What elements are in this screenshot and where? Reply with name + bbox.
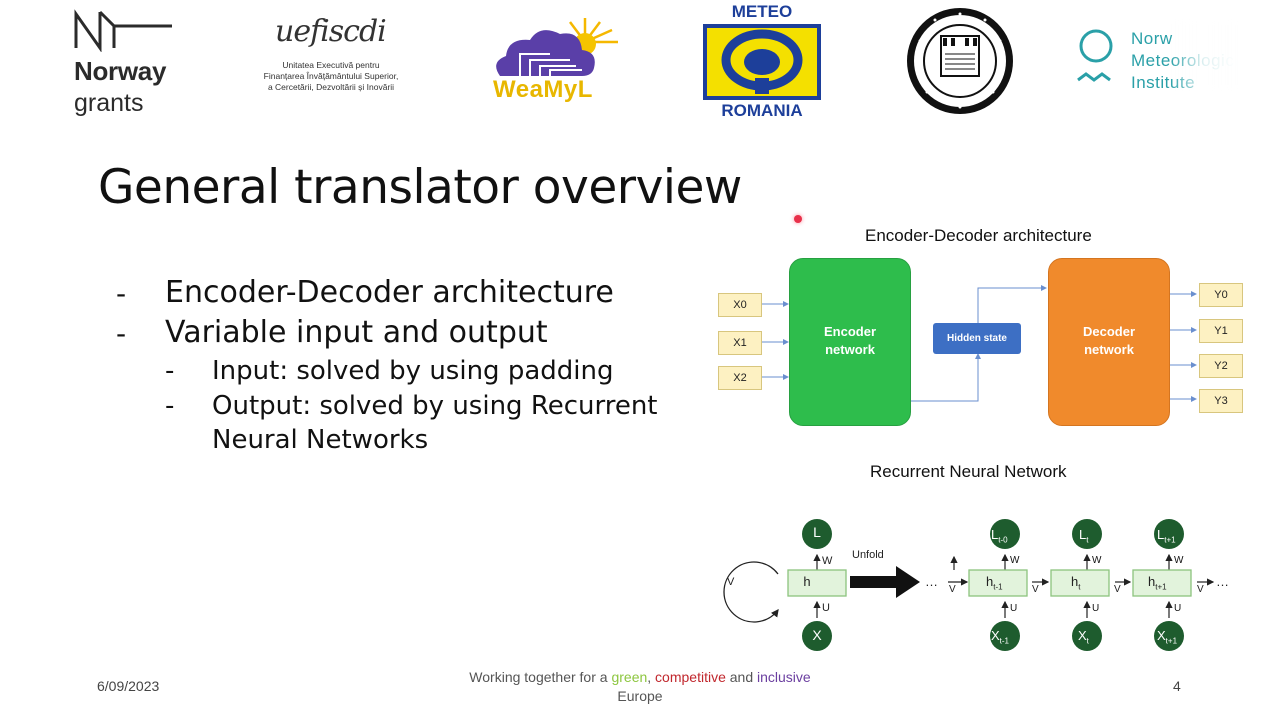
rnn-folded-loss-label: L [813, 524, 821, 540]
input-x1-box: X1 [718, 331, 762, 355]
decoder-label: Decoder network [1082, 324, 1136, 357]
rnn-step-input-label: Xt-1 [991, 628, 1010, 646]
norway-grants-word2: grants [74, 89, 144, 117]
bullet-text: Encoder-Decoder architecture [165, 275, 614, 310]
laser-pointer-dot [794, 215, 802, 223]
rnn-u-label: U [1174, 603, 1182, 614]
rnn-step-input-label: Xt+1 [1157, 628, 1178, 646]
input-x0-box: X0 [718, 293, 762, 317]
rnn-v-label: V [949, 584, 956, 595]
output-y0-box: Y0 [1199, 283, 1243, 307]
sub-bullet-text: Output: solved by using Recurrent [212, 391, 658, 421]
rnn-u-label: U [1010, 603, 1018, 614]
rnn-w-label: W [822, 555, 833, 567]
rnn-ellipsis-right: … [1216, 574, 1229, 589]
rnn-w-label: W [1010, 555, 1020, 566]
rnn-step-hidden-label: ht-1 [986, 574, 1003, 592]
encoder-decoder-arrows [761, 285, 1197, 402]
rnn-u-label: U [822, 602, 830, 614]
rnn-step-loss-label: Lt-0 [991, 527, 1008, 545]
blur-overlay [1170, 20, 1280, 90]
weamyl-cloud-icon [496, 18, 618, 76]
footer-date: 6/09/2023 [97, 678, 160, 694]
sub-bullet-dash: - [165, 356, 175, 386]
rnn-folded-hidden-label: h [803, 574, 811, 589]
rnn-step-hidden-label: ht [1071, 574, 1081, 592]
uefiscdi-logo-text: uefiscdi [275, 14, 387, 49]
meteo-romania-logo-icon [703, 24, 821, 100]
input-x2-box: X2 [718, 366, 762, 390]
rnn-v-label: V [727, 576, 735, 588]
rnn-step-hidden-label: ht+1 [1148, 574, 1167, 592]
meteo-logo-top-text: METEO [731, 2, 793, 21]
sub-bullet-text: Input: solved by using padding [212, 356, 614, 386]
output-y1-box: Y1 [1199, 319, 1243, 343]
encoder-network-box: Encoder network [789, 258, 911, 426]
footer-tagline: Working together for a green, competitiv… [469, 669, 811, 704]
output-y3-box: Y3 [1199, 389, 1243, 413]
bullet-dash: - [116, 277, 127, 310]
weamyl-logo-text: WeaMyL [493, 76, 593, 103]
bullet-text: Variable input and output [165, 315, 548, 350]
sub-bullet-dash: - [165, 391, 175, 421]
output-y2-box: Y2 [1199, 354, 1243, 378]
rnn-v-label: V [1197, 584, 1204, 595]
rnn-folded-input-label: X [812, 627, 822, 643]
rnn-diagram [723, 519, 1215, 651]
rnn-title: Recurrent Neural Network [870, 462, 1067, 481]
sub-bullet-text-continued: Neural Networks [212, 425, 429, 455]
rnn-step-loss-label: Lt [1079, 527, 1089, 545]
rnn-ellipsis-left: … [925, 574, 938, 589]
university-seal-icon [907, 8, 1013, 114]
slide-page-number: 4 [1173, 678, 1181, 694]
norway-grants-word1: Norway [74, 56, 167, 86]
rnn-v-label: V [1114, 584, 1121, 595]
slide-title: General translator overview [98, 160, 742, 215]
rnn-w-label: W [1092, 555, 1102, 566]
rnn-step-input-label: Xt [1078, 628, 1089, 646]
decoder-network-box: Decoder network [1048, 258, 1170, 426]
meteo-logo-bottom-text: ROMANIA [721, 101, 803, 120]
rnn-w-label: W [1174, 555, 1184, 566]
uefiscdi-subtitle: Unitatea Executivă pentru Finanțarea Înv… [263, 60, 399, 92]
rnn-v-label: V [1032, 584, 1039, 595]
rnn-step-loss-label: Lt+1 [1157, 527, 1176, 545]
norway-grants-logo-icon [74, 9, 172, 52]
encoder-label: Encoder network [823, 324, 876, 357]
rnn-u-label: U [1092, 603, 1100, 614]
met-institute-logo-icon [1077, 29, 1113, 82]
rnn-unfold-label: Unfold [852, 549, 884, 561]
hidden-state-box: Hidden state [933, 323, 1021, 354]
encoder-decoder-title: Encoder-Decoder architecture [865, 226, 1092, 245]
bullet-dash: - [116, 317, 127, 350]
